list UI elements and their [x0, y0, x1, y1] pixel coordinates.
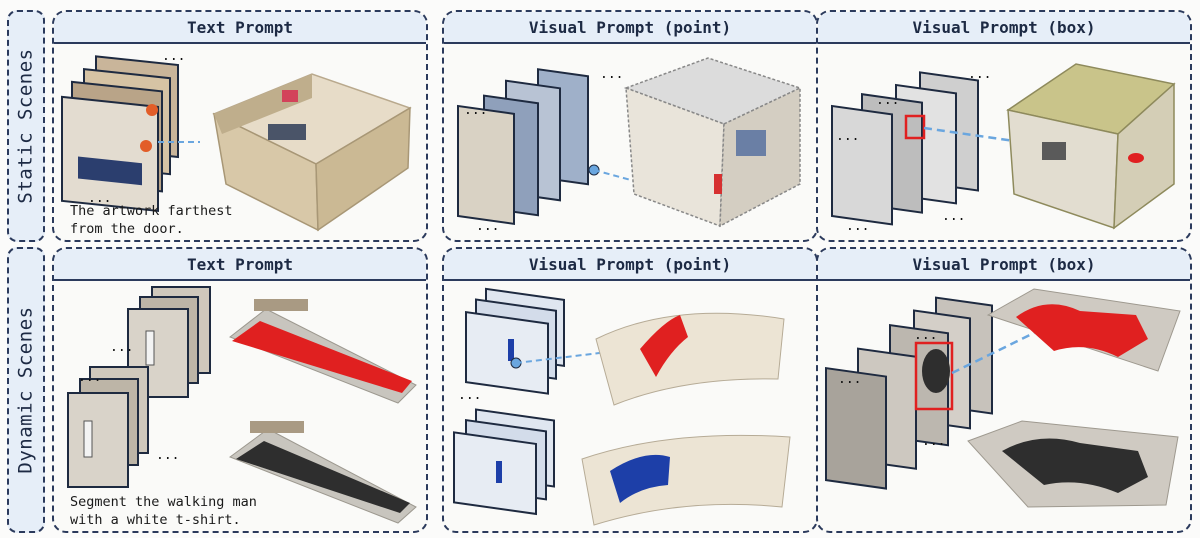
video-frame — [457, 104, 515, 225]
static-point-illustration: ... ... ... — [457, 57, 803, 234]
lamp-highlight — [140, 140, 152, 152]
desk-shape — [78, 156, 142, 186]
panel-static-text-prompt: Text Prompt ... ... The artwork farthest… — [52, 10, 428, 242]
room-wall — [719, 86, 801, 228]
frame-stack-upper — [465, 287, 565, 395]
frame-stack-lower — [67, 366, 149, 488]
ellipsis: ... — [458, 388, 481, 403]
frame-stack-lower — [453, 408, 555, 516]
room-reconstruction — [212, 73, 412, 232]
frame-stack — [61, 55, 179, 213]
room-wall — [1113, 82, 1175, 230]
room-wall — [214, 74, 312, 134]
caption-line: from the door. — [70, 221, 184, 237]
dog-trajectory — [1016, 304, 1148, 357]
caption-line: with a white t-shirt. — [70, 512, 241, 528]
ellipsis: ... — [156, 448, 179, 463]
video-frame — [465, 310, 549, 395]
dog-shape — [922, 349, 950, 393]
panel-title: Text Prompt — [54, 249, 426, 281]
panel-title: Visual Prompt (box) — [818, 12, 1190, 44]
ellipsis: ... — [162, 49, 185, 64]
dynamic-box-illustration: ... ... ... — [825, 288, 1181, 508]
track-surface — [595, 312, 785, 406]
video-frame — [831, 104, 893, 226]
dog-trajectory — [1002, 438, 1148, 493]
walking-man — [83, 420, 93, 458]
ellipsis: ... — [464, 103, 487, 118]
reconstruction-highlighted — [986, 288, 1181, 372]
panel-title: Visual Prompt (point) — [444, 12, 816, 44]
row-label-static: Static Scenes — [7, 10, 45, 242]
athlete — [496, 461, 502, 483]
panel-title: Text Prompt — [54, 12, 426, 44]
ellipsis: ... — [110, 340, 133, 355]
panel-dynamic-point-prompt: Visual Prompt (point) ... — [442, 247, 818, 533]
dynamic-point-illustration: ... — [453, 287, 791, 526]
ellipsis: ... — [922, 434, 945, 449]
panel-dynamic-box-prompt: Visual Prompt (box) ... ... ... — [816, 247, 1192, 533]
frame-stack — [831, 71, 979, 226]
row-label-dynamic: Dynamic Scenes — [7, 247, 45, 533]
highlight-object — [1128, 153, 1144, 163]
highlight-object — [714, 174, 722, 194]
building-shape — [254, 299, 308, 311]
ellipsis: ... — [78, 370, 101, 385]
artwork-highlight — [282, 90, 298, 102]
row-label-dynamic-text: Dynamic Scenes — [15, 306, 37, 474]
reconstruction-highlighted — [595, 312, 785, 406]
caption-line: The artwork farthest — [70, 203, 233, 219]
walking-trajectory — [236, 441, 410, 513]
reconstruction-plain — [581, 434, 791, 526]
furniture — [1042, 142, 1066, 160]
ellipsis: ... — [846, 219, 869, 234]
caption-line: Segment the walking man — [70, 494, 257, 510]
athlete — [508, 339, 514, 361]
video-frame — [825, 366, 887, 490]
ellipsis: ... — [476, 219, 499, 234]
room-wall — [315, 106, 411, 232]
athlete-trajectory — [640, 315, 688, 377]
walking-trajectory — [232, 321, 412, 393]
furniture — [268, 124, 306, 140]
video-frame — [453, 431, 537, 516]
window-shape — [736, 130, 766, 156]
ellipsis: ... — [942, 209, 965, 224]
panel-static-point-prompt: Visual Prompt (point) ... ... ... — [442, 10, 818, 242]
building-shape — [250, 421, 304, 433]
ellipsis: ... — [876, 93, 899, 108]
reconstruction-plain — [967, 420, 1179, 508]
ellipsis: ... — [838, 372, 861, 387]
panel-title: Visual Prompt (point) — [444, 249, 816, 281]
reconstruction-highlighted — [229, 299, 417, 404]
panel-dynamic-text-prompt: Text Prompt ... ... ... Segment the w — [52, 247, 428, 533]
row-label-static-text: Static Scenes — [15, 48, 37, 204]
link-line — [951, 331, 1035, 375]
room-reconstruction — [1006, 63, 1176, 230]
room-reconstruction — [623, 57, 803, 228]
static-text-illustration: ... ... — [61, 49, 412, 232]
static-box-illustration: ... ... ... ... ... — [831, 63, 1176, 234]
ellipsis: ... — [968, 67, 991, 82]
frame-stack — [825, 296, 993, 490]
reconstruction-plain — [228, 421, 417, 524]
athlete-trajectory — [610, 454, 670, 503]
walking-man — [145, 330, 155, 366]
box-prompt — [914, 341, 954, 411]
panel-caption: Segment the walking man with a white t-s… — [70, 493, 257, 529]
frame-stack — [457, 68, 589, 225]
ellipsis: ... — [600, 67, 623, 82]
video-frame — [67, 392, 129, 488]
box-prompt — [904, 114, 926, 140]
panel-static-box-prompt: Visual Prompt (box) ... ... ... ... ... — [816, 10, 1192, 242]
ellipsis: ... — [914, 328, 937, 343]
track-surface — [581, 434, 791, 526]
ellipsis: ... — [88, 191, 111, 206]
panel-title: Visual Prompt (box) — [818, 249, 1190, 281]
panel-caption: The artwork farthest from the door. — [70, 202, 233, 238]
ellipsis: ... — [836, 129, 859, 144]
dynamic-text-illustration: ... ... ... — [67, 286, 417, 524]
lamp-highlight — [146, 104, 158, 116]
